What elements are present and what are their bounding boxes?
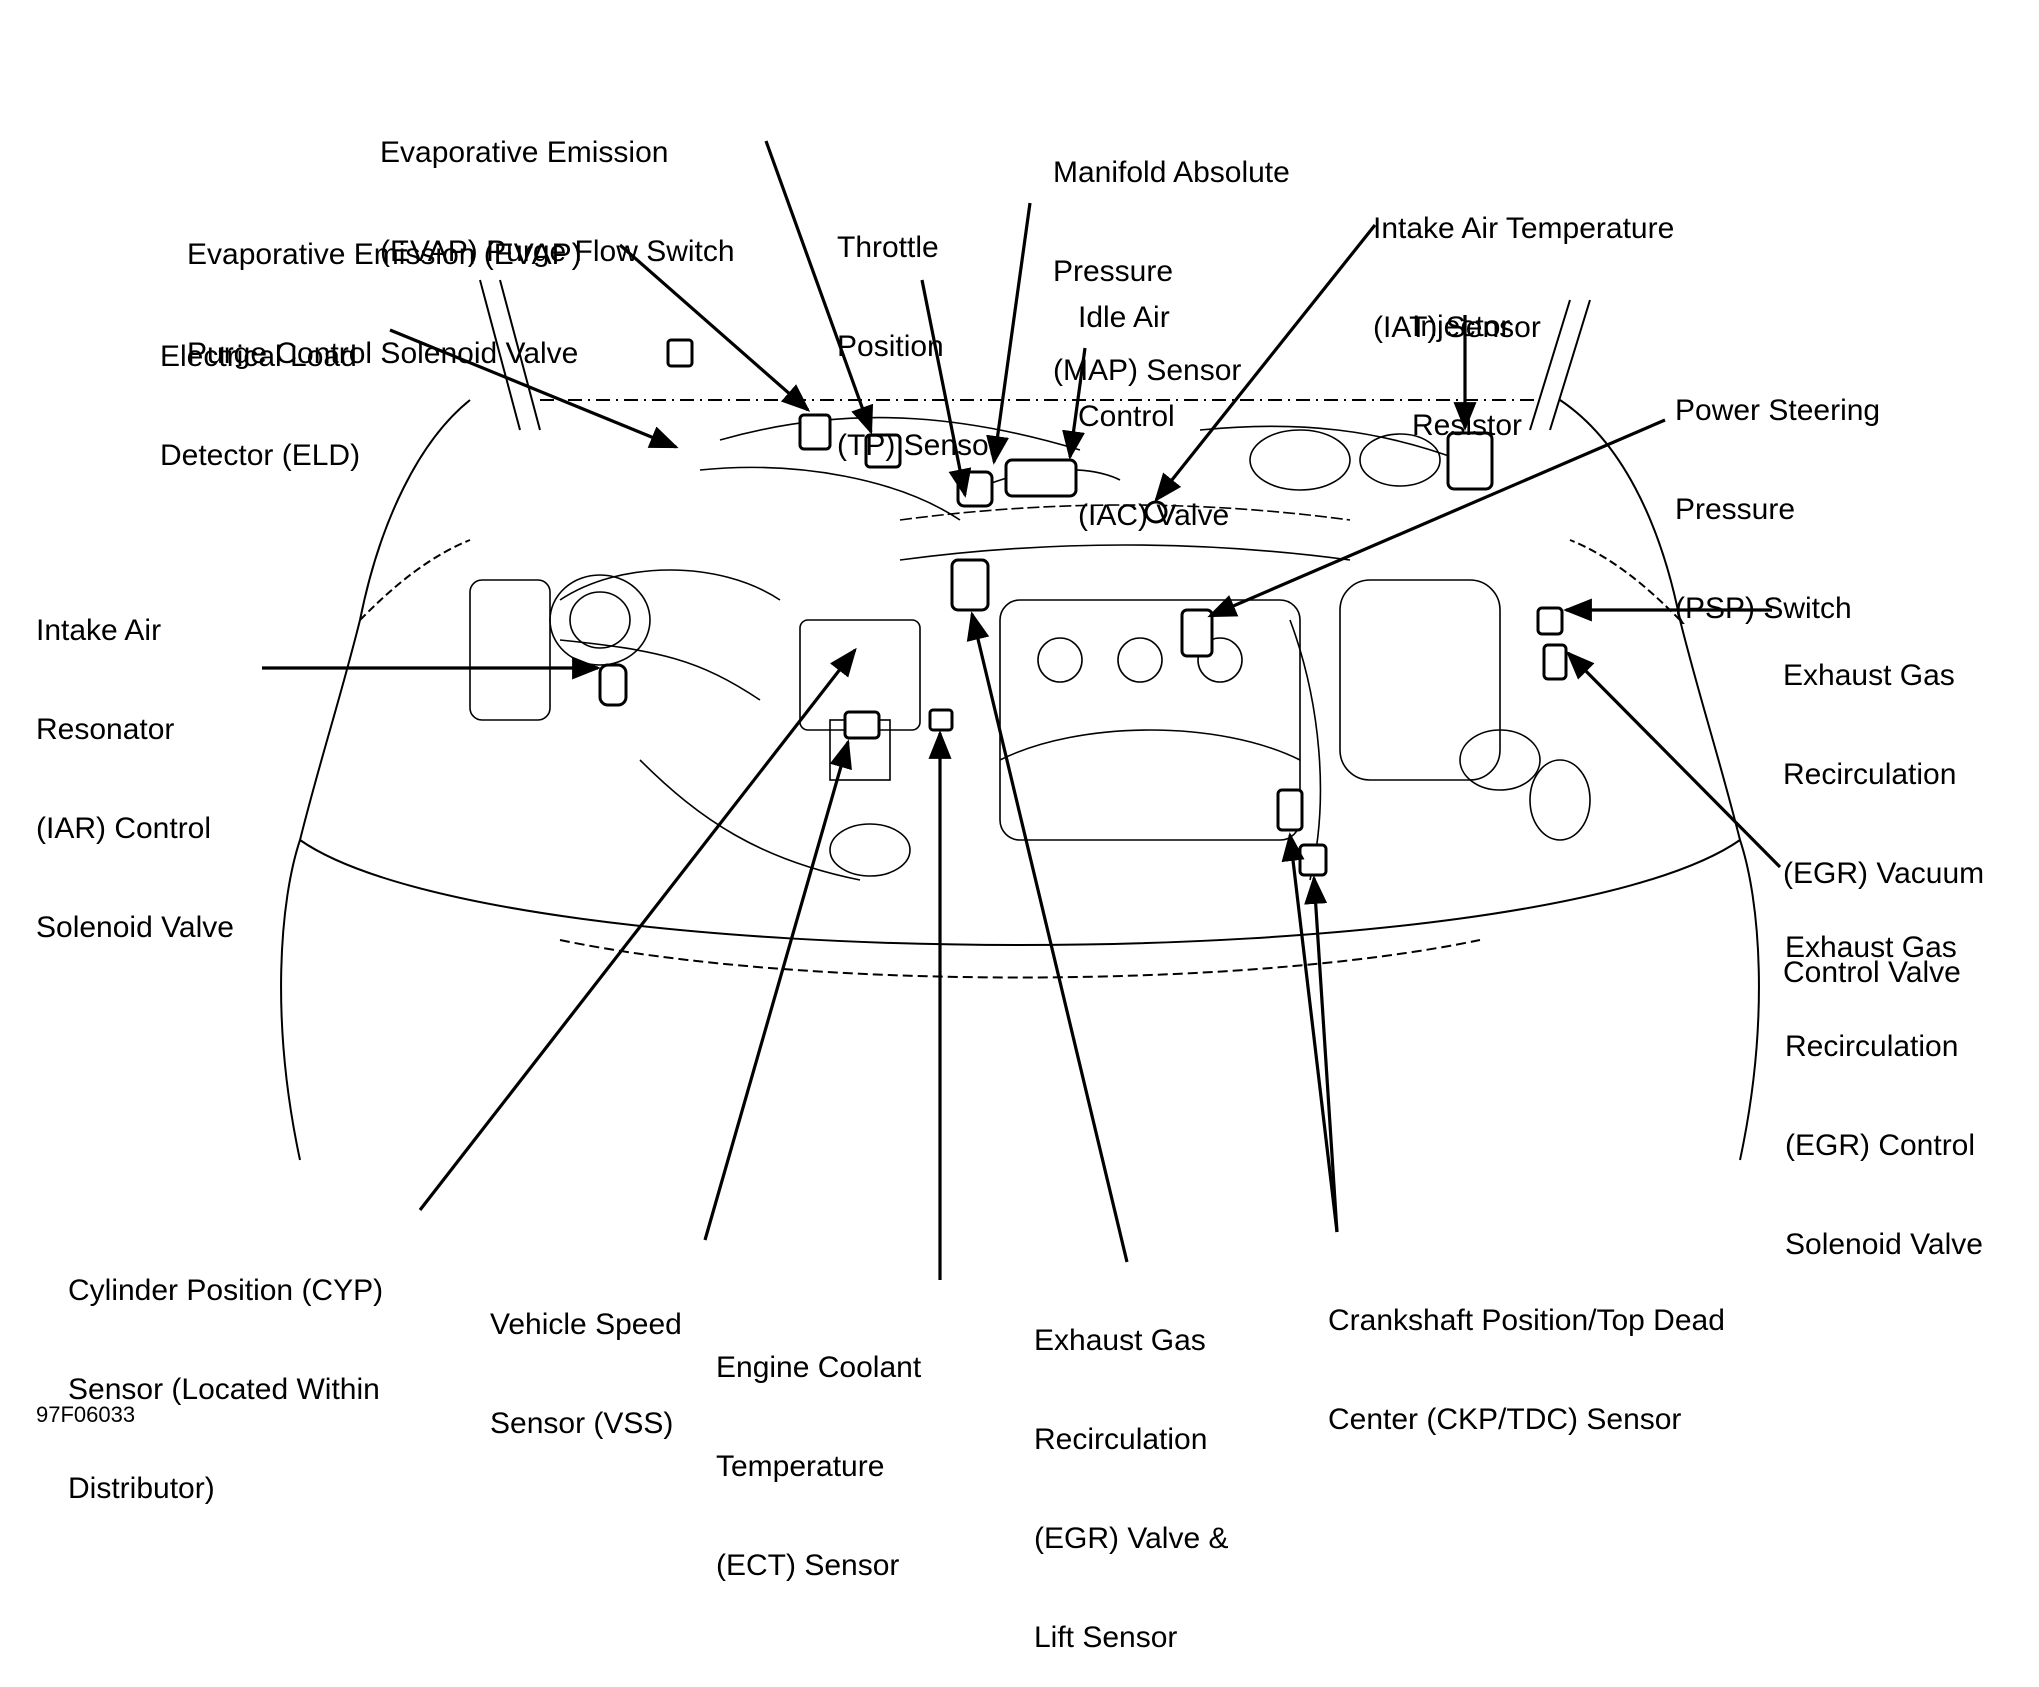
leader-map-sensor — [986, 202, 1032, 465]
label-line: (IAT) Sensor — [1373, 311, 1541, 344]
label-line: Solenoid Valve — [36, 911, 234, 944]
label-line: (ECT) Sensor — [716, 1549, 900, 1582]
label-psp-switch: Power Steering Pressure (PSP) Switch — [1675, 328, 1880, 658]
leader-egr-solenoid-valve — [1565, 650, 1782, 869]
label-line: Exhaust Gas — [1785, 931, 1957, 964]
label-injector-resistor: Injector Resistor — [1412, 244, 1522, 475]
label-line: Control — [1078, 400, 1175, 433]
vehicle-body-outline — [280, 279, 1760, 1161]
leader-evap-purge-valve — [618, 243, 811, 412]
component-markers — [598, 338, 1568, 877]
label-line: (EGR) Valve & — [1034, 1522, 1229, 1555]
label-map-sensor: Manifold Absolute Pressure (MAP) Sensor — [1053, 90, 1290, 420]
label-line: Recirculation — [1783, 758, 1957, 791]
label-line: Power Steering — [1675, 394, 1881, 427]
leader-tp-sensor — [920, 279, 972, 498]
figure-id: 97F06033 — [36, 1402, 136, 1427]
leader-psp-switch — [1207, 418, 1666, 618]
label-egr-valve-lift-sensor: Exhaust Gas Recirculation (EGR) Valve & … — [1034, 1258, 1229, 1687]
label-line: (EGR) Vacuum — [1783, 857, 1985, 890]
label-line: Intake Air — [36, 614, 162, 647]
label-line: (IAR) Control — [36, 812, 212, 845]
label-line: (EGR) Control — [1785, 1129, 1976, 1162]
label-evap-purge-flow-switch: Evaporative Emission (EVAP) Purge Flow S… — [380, 70, 735, 301]
label-vss: Vehicle Speed Sensor (VSS) — [490, 1242, 682, 1473]
label-line: Injector — [1412, 310, 1511, 343]
label-line: Throttle — [837, 231, 939, 264]
label-line: Intake Air Temperature — [1373, 212, 1675, 245]
label-line: Recirculation — [1785, 1030, 1959, 1063]
label-line: Vehicle Speed — [490, 1308, 682, 1341]
leader-lines — [262, 140, 1782, 1280]
label-line: Evaporative Emission — [380, 136, 669, 169]
label-line: Purge Control Solenoid Valve — [187, 337, 579, 370]
label-line: (IAC) Valve — [1078, 499, 1230, 532]
label-ect-sensor: Engine Coolant Temperature (ECT) Sensor — [716, 1285, 921, 1615]
leader-iat-sensor — [1154, 224, 1377, 503]
label-evap-purge-control-valve: Evaporative Emission (EVAP) Purge Contro… — [187, 172, 582, 403]
leader-ckp-tdc-a — [1281, 832, 1339, 1233]
leader-evap-flow-switch — [764, 140, 874, 435]
leader-cyp-sensor — [418, 647, 857, 1211]
label-line: Distributor) — [68, 1472, 215, 1505]
label-line: (MAP) Sensor — [1053, 354, 1242, 387]
leader-eld — [389, 328, 679, 449]
label-line: Exhaust Gas — [1034, 1324, 1206, 1357]
label-line: Position — [837, 330, 944, 363]
label-line: Control Valve — [1783, 956, 1961, 989]
label-iat-sensor: Intake Air Temperature (IAT) Sensor — [1373, 146, 1674, 377]
label-egr-vacuum-valve: Exhaust Gas Recirculation (EGR) Vacuum C… — [1783, 593, 1984, 1022]
label-line: Sensor (Located Within — [68, 1373, 380, 1406]
label-line: Resonator — [36, 713, 175, 746]
label-line: Pressure — [1053, 255, 1174, 288]
label-tp-sensor: Throttle Position (TP) Sensor — [837, 165, 999, 495]
label-line: Detector (ELD) — [160, 439, 361, 472]
label-line: Engine Coolant — [716, 1351, 922, 1384]
label-ckp-tdc-sensor: Crankshaft Position/Top Dead Center (CKP… — [1328, 1238, 1725, 1469]
leader-iac-valve — [1062, 347, 1087, 460]
label-egr-solenoid-valve: Exhaust Gas Recirculation (EGR) Control … — [1785, 865, 1983, 1294]
label-line: Idle Air — [1078, 301, 1170, 334]
label-line: (EVAP) Purge Flow Switch — [380, 235, 735, 268]
label-line: (PSP) Switch — [1675, 592, 1852, 625]
label-line: Exhaust Gas — [1783, 659, 1955, 692]
leader-ckp-tdc-b — [1304, 875, 1339, 1233]
label-line: Evaporative Emission (EVAP) — [187, 238, 582, 271]
label-line: Manifold Absolute — [1053, 156, 1290, 189]
label-line: Recirculation — [1034, 1423, 1208, 1456]
label-line: Cylinder Position (CYP) — [68, 1274, 384, 1307]
label-cyp-sensor: Cylinder Position (CYP) Sensor (Located … — [68, 1208, 383, 1538]
label-iar-valve: Intake Air Resonator (IAR) Control Solen… — [36, 548, 234, 977]
label-line: Pressure — [1675, 493, 1796, 526]
leader-vss — [703, 739, 852, 1241]
label-line: Solenoid Valve — [1785, 1228, 1983, 1261]
label-line: Crankshaft Position/Top Dead — [1328, 1304, 1725, 1337]
label-line: Resistor — [1412, 409, 1523, 442]
label-line: Temperature — [716, 1450, 885, 1483]
label-line: Electrical Load — [160, 340, 357, 373]
label-line: Center (CKP/TDC) Sensor — [1328, 1403, 1682, 1436]
label-line: Lift Sensor — [1034, 1621, 1178, 1654]
label-line: Sensor (VSS) — [490, 1407, 674, 1440]
label-eld: Electrical Load Detector (ELD) — [160, 274, 360, 505]
engine-detail — [469, 416, 1591, 881]
label-line: (TP) Sensor — [837, 429, 999, 462]
leader-egr-valve-lift — [966, 611, 1129, 1263]
engine-compartment-drawing — [262, 140, 1782, 1280]
label-iac-valve: Idle Air Control (IAC) Valve — [1078, 235, 1229, 565]
